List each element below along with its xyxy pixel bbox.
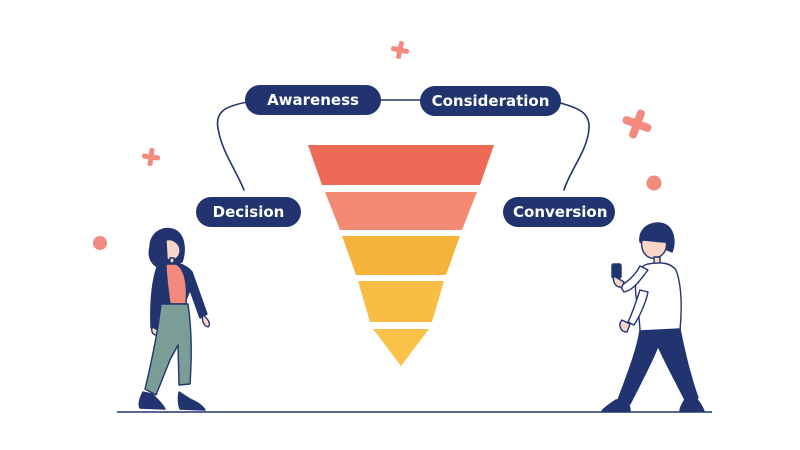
woman-shoe-right	[177, 391, 206, 411]
stage-pill-conversion: Conversion	[503, 197, 615, 227]
funnel-level-4	[358, 281, 444, 322]
man-hand-low	[619, 319, 631, 333]
woman-walking-illustration	[138, 227, 211, 411]
funnel-level-1	[308, 145, 494, 185]
dot-icon	[646, 175, 662, 191]
woman-hand-right	[201, 314, 211, 328]
man-shoe-left	[601, 399, 631, 412]
funnel-level-5	[373, 329, 429, 366]
funnel-level-3	[342, 236, 460, 275]
stage-label-consideration: Consideration	[431, 92, 550, 110]
man-arm-low	[627, 289, 649, 326]
stage-label-conversion: Conversion	[513, 203, 608, 221]
stage-pill-decision: Decision	[196, 197, 301, 227]
woman-pants	[144, 303, 193, 396]
man-pants	[617, 328, 699, 405]
plus-sparkle-icon	[141, 147, 161, 167]
stage-pill-awareness: Awareness	[245, 85, 381, 115]
decorations	[93, 41, 662, 250]
connector-awareness-decision	[216, 101, 249, 191]
man-with-phone-illustration	[601, 222, 705, 412]
woman-shoe-left	[138, 391, 166, 410]
connector-consideration-conversion	[556, 101, 590, 191]
funnel	[308, 145, 494, 366]
funnel-level-2	[325, 192, 477, 230]
plus-sparkle-icon	[391, 41, 409, 59]
stage-label-awareness: Awareness	[267, 91, 359, 109]
plus-sparkle-icon	[622, 109, 652, 139]
dot-icon	[93, 236, 107, 250]
connector-lines	[216, 99, 590, 191]
man-shoe-right	[679, 395, 705, 412]
man-face	[640, 239, 668, 259]
man-hand-phone	[612, 275, 625, 288]
stage-pill-consideration: Consideration	[420, 86, 561, 116]
stage-label-decision: Decision	[212, 203, 285, 221]
